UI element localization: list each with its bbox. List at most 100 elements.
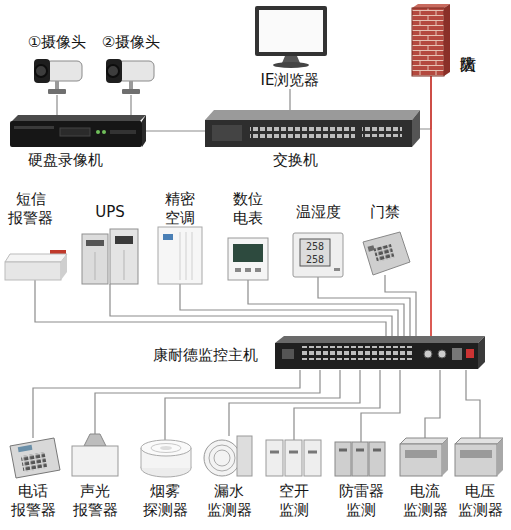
firewall-icon (444, 4, 450, 76)
cable-line (289, 89, 290, 110)
breaker-monitor-icon (266, 440, 283, 476)
humidity-sensor-icon (300, 239, 330, 266)
current-monitor-icon (400, 438, 448, 444)
device-node: 温湿度258258 (288, 203, 348, 277)
firewall-icon (412, 8, 444, 76)
sms-alarm-icon (50, 250, 66, 254)
monitor-host-icon (438, 350, 446, 358)
dvr-icon (10, 115, 146, 147)
device-node: 声光 报警器 (64, 434, 126, 522)
cable-line (466, 370, 480, 438)
cable-line (430, 76, 432, 336)
smoke-detector-icon (141, 440, 191, 477)
device-label: 交换机 (250, 151, 340, 170)
ups-icon (86, 240, 104, 246)
device-label: 防雷器 监测 (330, 482, 392, 520)
humidity-sensor-icon (293, 233, 343, 277)
sound-light-alarm-icon (72, 434, 118, 476)
device-label: ①摄像头 (18, 33, 96, 52)
device-node: 交换机 (205, 110, 420, 169)
meter-icon (228, 238, 268, 280)
sms-alarm-icon (5, 254, 67, 262)
camera-icon (118, 61, 154, 81)
cable-line (33, 370, 300, 438)
device-node: 防雷器 监测 (330, 442, 392, 522)
device-node: 空开 监测 (264, 440, 324, 522)
device-label: 防火墙 (456, 10, 478, 76)
dvr-icon (110, 130, 136, 134)
cable-line (130, 95, 131, 115)
surge-monitor-icon (339, 449, 381, 452)
monitor-host-icon (275, 336, 485, 369)
device-node: 电压 监测器 (449, 438, 511, 522)
meter-icon (233, 244, 263, 262)
current-monitor-icon (400, 444, 442, 476)
dvr-icon (14, 126, 54, 129)
monitor-icon (259, 10, 323, 52)
device-label: 烟雾 探测器 (134, 482, 196, 520)
monitor-host-icon (300, 346, 412, 360)
sms-alarm-icon (5, 250, 67, 280)
monitor-host-icon (282, 349, 294, 359)
device-node: 精密 空调 (155, 190, 205, 284)
breaker-monitor-icon (285, 440, 302, 476)
breaker-monitor-icon (270, 451, 317, 454)
switch-icon (412, 110, 420, 147)
sound-light-alarm-icon (72, 446, 118, 476)
meter-icon (245, 268, 251, 272)
dvr-icon (102, 130, 106, 134)
switch-icon (362, 125, 402, 137)
voltage-monitor-icon (455, 438, 503, 476)
device-label: 康耐德监控主机 (140, 346, 270, 365)
monitor-icon (282, 56, 300, 63)
leak-detector-icon (204, 436, 252, 476)
cable-line (385, 275, 416, 336)
device-node: 烟雾 探测器 (134, 440, 196, 522)
device-node: 短信 报警器 (3, 190, 67, 280)
device-label: IE浏览器 (245, 71, 335, 90)
cable-line (95, 370, 320, 434)
dvr-icon (12, 115, 146, 121)
door-access-icon (363, 232, 410, 275)
device-node: 电流 监测器 (394, 438, 456, 522)
switch-icon (205, 110, 420, 147)
switch-icon (250, 124, 355, 138)
device-node: 硬盘录像机 (10, 115, 146, 169)
leak-detector-icon (237, 436, 252, 476)
sound-light-alarm-icon (84, 434, 106, 446)
meter-icon (228, 238, 268, 280)
meter-icon (255, 268, 261, 272)
device-label: 精密 空调 (155, 190, 205, 228)
smoke-detector-icon (160, 446, 172, 450)
dvr-icon (60, 128, 90, 136)
air-conditioner-icon (180, 232, 192, 280)
monitor-icon (273, 62, 309, 68)
meter-icon (235, 268, 241, 272)
voltage-monitor-icon (455, 438, 503, 444)
air-conditioner-icon (163, 234, 173, 240)
dvr-icon (142, 115, 146, 147)
smoke-detector-icon (141, 440, 191, 456)
monitor-host-icon (466, 349, 474, 358)
monitor-icon (255, 6, 327, 68)
camera-icon (122, 89, 140, 94)
current-monitor-icon (400, 438, 448, 476)
device-node: 康耐德监控主机 (140, 336, 485, 370)
device-node: 门禁 (360, 203, 410, 275)
cable-line (180, 284, 398, 336)
camera-icon (55, 81, 59, 90)
display-digits: 258 (300, 240, 330, 253)
camera-icon (46, 61, 82, 81)
camera-icon (34, 59, 50, 83)
voltage-monitor-icon (455, 444, 497, 476)
breaker-monitor-icon (266, 440, 321, 476)
cable-line (165, 370, 340, 440)
device-label: 硬盘录像机 (10, 151, 120, 170)
firewall-icon (412, 4, 450, 8)
switch-icon (205, 120, 412, 147)
device-label: 声光 报警器 (64, 482, 126, 520)
camera-icon (106, 59, 122, 83)
